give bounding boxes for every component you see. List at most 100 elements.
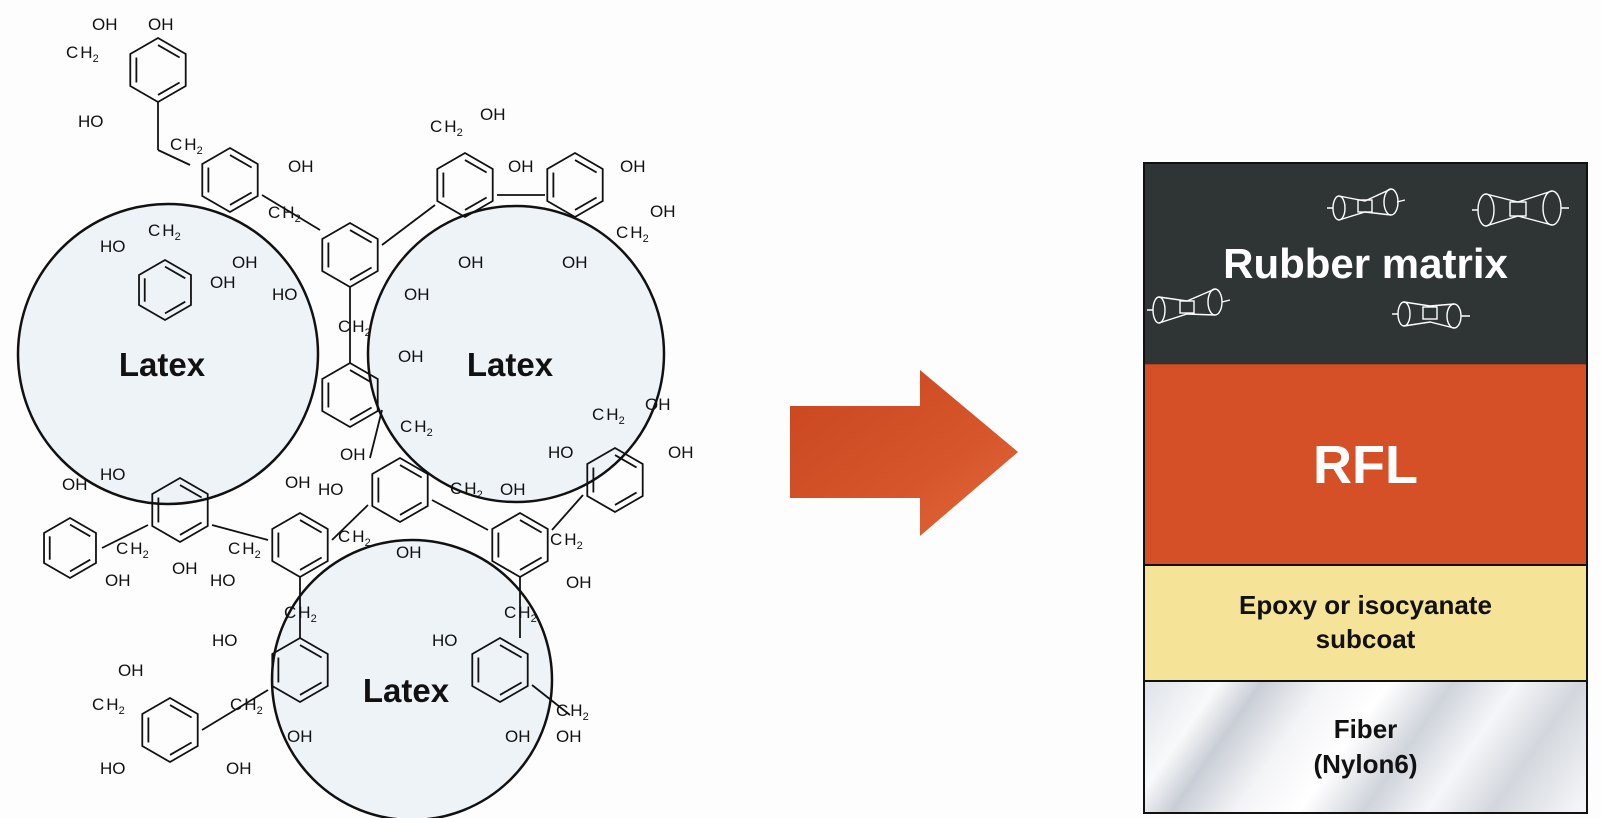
- atom-label-ho: HO: [548, 443, 574, 462]
- fiber-layer: Fiber (Nylon6): [1145, 680, 1586, 812]
- bond: [331, 504, 369, 541]
- subcoat-label-line1: Epoxy or isocyanate: [1239, 590, 1492, 621]
- double-bond: [179, 521, 203, 536]
- double-bond: [574, 196, 598, 211]
- benzene-ring: [271, 636, 329, 704]
- benzene-ring: [586, 446, 644, 514]
- double-bond: [499, 681, 523, 696]
- atom-label-oh: OH: [172, 559, 198, 578]
- filler-particle-icon: [1147, 288, 1231, 324]
- benzene-ring: [43, 516, 97, 580]
- atom-label-oh: OH: [398, 347, 424, 366]
- bond: [431, 499, 489, 531]
- atom-label-oh: OH: [668, 443, 694, 462]
- rfl-label: RFL: [1313, 434, 1418, 495]
- double-bond: [574, 159, 598, 174]
- atom-label-oh: OH: [62, 475, 88, 494]
- latex-label-left: Latex: [119, 346, 206, 383]
- fiber-label-line2: (Nylon6): [1313, 749, 1418, 779]
- double-bond: [299, 681, 323, 696]
- benzene-ring: [471, 636, 529, 704]
- process-arrow: [790, 370, 1018, 536]
- atom-label-oh: OH: [210, 273, 236, 292]
- atom-label-oh: OH: [288, 157, 314, 176]
- double-bond: [69, 523, 91, 538]
- fiber-label-line1: Fiber: [1333, 713, 1398, 744]
- double-bond: [349, 406, 373, 421]
- atom-label-ho: HO: [432, 631, 458, 650]
- latex-particles: [16, 202, 666, 818]
- benzene-ring: [371, 456, 429, 524]
- atom-label-ho: HO: [272, 285, 298, 304]
- rubber-matrix-layer: Rubber matrix: [1145, 164, 1586, 364]
- benzene-ring: [436, 151, 494, 219]
- double-bond: [299, 556, 323, 571]
- double-bond: [179, 484, 203, 499]
- atom-label-oh: OH: [340, 445, 366, 464]
- bond: [369, 409, 383, 459]
- benzene-ring: [271, 511, 329, 579]
- benzene-ring: [321, 221, 379, 289]
- double-bond: [164, 300, 186, 315]
- benzene-ring: [138, 258, 192, 322]
- double-bond: [519, 556, 543, 571]
- bond: [211, 524, 269, 541]
- resin-atom-labels: OH OH HO OH OH HO OH OH OH OH OH OH OH HO OH OH OH OH HO OH…: [62, 15, 694, 778]
- benzene-ring: [129, 36, 187, 104]
- double-bond: [464, 159, 488, 174]
- atom-label-oh: OH: [458, 253, 484, 272]
- benzene-ring: [151, 476, 209, 544]
- arrow-shape: [790, 370, 1018, 536]
- atom-label-oh: OH: [404, 285, 430, 304]
- double-bond: [349, 229, 373, 244]
- double-bond: [299, 644, 323, 659]
- atom-label-oh: OH: [566, 573, 592, 592]
- atom-label-oh: OH: [226, 759, 252, 778]
- subcoat-layer: Epoxy or isocyanate subcoat: [1145, 564, 1586, 680]
- double-bond: [229, 154, 253, 169]
- atom-label-oh: OH: [480, 105, 506, 124]
- atom-label-oh: OH: [562, 253, 588, 272]
- double-bond: [169, 741, 193, 756]
- benzene-ring: [201, 146, 259, 214]
- bond: [551, 494, 584, 531]
- atom-label-ho: HO: [100, 759, 126, 778]
- bond: [201, 689, 269, 731]
- filler-particle-icon: [1472, 190, 1569, 227]
- bond: [101, 524, 149, 549]
- atom-label-oh: OH: [285, 473, 311, 492]
- atom-label-oh: OH: [645, 395, 671, 414]
- double-bond: [69, 558, 91, 573]
- atom-label-oh: OH: [650, 202, 676, 221]
- rfl-chemical-structure: OH OH HO OH OH HO OH OH OH OH OH OH OH HO OH OH OH OH HO OH…: [16, 15, 694, 818]
- filler-particle-icon: [1327, 188, 1406, 221]
- latex-particle-right: [366, 204, 666, 504]
- atom-label-ho: HO: [210, 571, 236, 590]
- double-bond: [614, 454, 638, 469]
- bond: [531, 684, 571, 716]
- atom-label-oh: OH: [118, 661, 144, 680]
- atom-label-oh: OH: [556, 727, 582, 746]
- subcoat-label-line2: subcoat: [1315, 624, 1416, 654]
- atom-label-oh: OH: [92, 15, 118, 34]
- double-bond: [299, 519, 323, 534]
- atom-label-oh: OH: [396, 543, 422, 562]
- double-bond: [499, 644, 523, 659]
- benzene-ring: [141, 696, 199, 764]
- atom-label-ho: HO: [78, 112, 104, 131]
- double-bond: [164, 265, 186, 280]
